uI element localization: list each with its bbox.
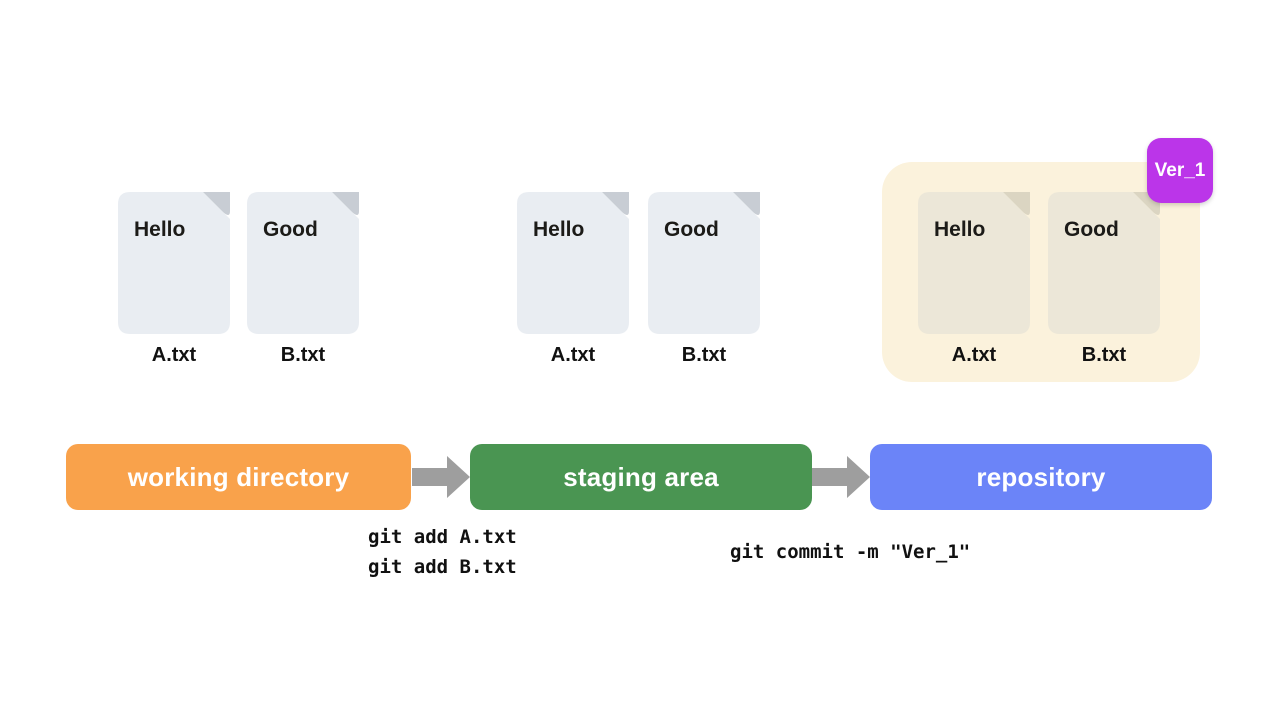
file-content: Good: [1064, 218, 1119, 241]
folded-corner-icon: [602, 192, 629, 215]
file-content: Hello: [934, 218, 986, 241]
document-icon: [648, 192, 760, 334]
file-icon: Good: [648, 192, 760, 334]
working-directory-button: working directory: [66, 444, 411, 510]
file-icon: Hello: [918, 192, 1030, 334]
file-icon: Hello: [517, 192, 629, 334]
arrow-right-icon: [412, 455, 470, 499]
file-content: Hello: [533, 218, 585, 241]
command-git-commit: git commit -m "Ver_1": [730, 541, 971, 563]
command-git-add-a: git add A.txt: [368, 526, 517, 548]
version-badge: Ver_1: [1147, 138, 1213, 203]
file-icon: Good: [247, 192, 359, 334]
file-name-label: A.txt: [951, 344, 997, 366]
file-name-label: A.txt: [151, 344, 197, 366]
file-name-label: B.txt: [280, 344, 326, 366]
document-icon: [247, 192, 359, 334]
document-icon: [1048, 192, 1160, 334]
document-icon: [118, 192, 230, 334]
staging-area-button: staging area: [470, 444, 812, 510]
repository-button: repository: [870, 444, 1212, 510]
arrow-right-icon: [812, 455, 870, 499]
file-icon: Good: [1048, 192, 1160, 334]
file-name-label: B.txt: [1081, 344, 1127, 366]
file-name-label: B.txt: [681, 344, 727, 366]
command-git-add-b: git add B.txt: [368, 556, 517, 578]
folded-corner-icon: [332, 192, 359, 215]
folded-corner-icon: [733, 192, 760, 215]
file-content: Hello: [134, 218, 186, 241]
file-content: Good: [263, 218, 318, 241]
document-icon: [918, 192, 1030, 334]
file-content: Good: [664, 218, 719, 241]
file-icon: Hello: [118, 192, 230, 334]
file-name-label: A.txt: [550, 344, 596, 366]
folded-corner-icon: [1003, 192, 1030, 215]
folded-corner-icon: [203, 192, 230, 215]
document-icon: [517, 192, 629, 334]
